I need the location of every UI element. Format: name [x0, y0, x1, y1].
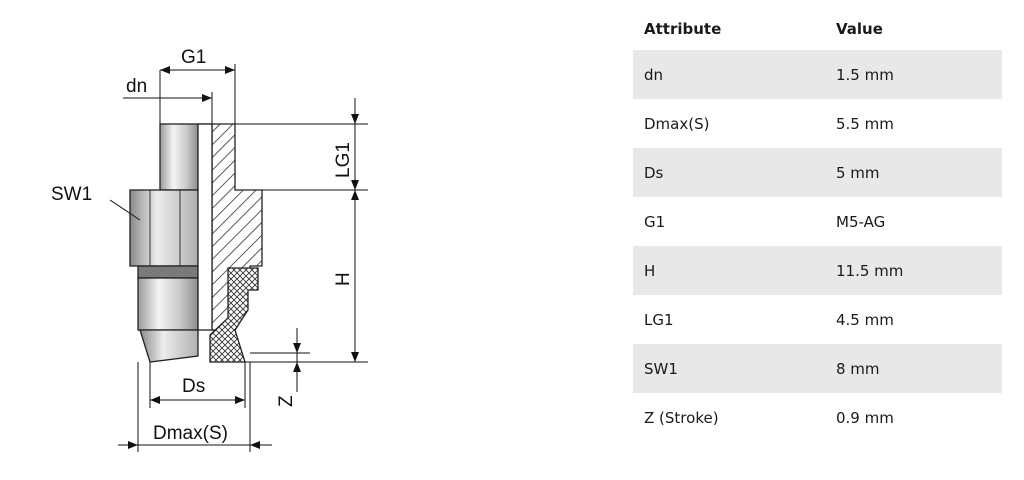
label-lg1: LG1: [333, 142, 354, 178]
cell-attribute: H: [644, 261, 656, 280]
spec-table: Attribute Value dn 1.5 mm Dmax(S) 5.5 mm…: [633, 8, 1002, 442]
table-header: Attribute Value: [633, 8, 1002, 50]
label-g1: G1: [181, 47, 206, 68]
cell-attribute: G1: [644, 212, 666, 231]
cell-value: 1.5 mm: [836, 65, 894, 84]
cell-attribute: Z (Stroke): [644, 408, 719, 427]
label-h: H: [333, 272, 354, 286]
cell-value: 0.9 mm: [836, 408, 894, 427]
cell-value: 8 mm: [836, 359, 880, 378]
label-z: Z: [276, 395, 297, 407]
cell-attribute: dn: [644, 65, 664, 84]
table-row: LG1 4.5 mm: [633, 295, 1002, 344]
table-row: Z (Stroke) 0.9 mm: [633, 393, 1002, 442]
cell-value: 11.5 mm: [836, 261, 904, 280]
label-ds: Ds: [182, 376, 205, 397]
dimension-lines: [109, 64, 368, 452]
table-row: dn 1.5 mm: [633, 50, 1002, 99]
label-dn: dn: [126, 76, 147, 97]
dimension-arrows: [128, 66, 359, 449]
table-row: H 11.5 mm: [633, 246, 1002, 295]
table-row: Ds 5 mm: [633, 148, 1002, 197]
cell-value: M5-AG: [836, 212, 886, 231]
cell-attribute: LG1: [644, 310, 674, 329]
fitting-body: [129, 123, 263, 363]
table-row: SW1 8 mm: [633, 344, 1002, 393]
cell-value: 5 mm: [836, 163, 880, 182]
header-attribute: Attribute: [644, 20, 722, 38]
cell-attribute: SW1: [644, 359, 678, 378]
table-row: Dmax(S) 5.5 mm: [633, 99, 1002, 148]
label-sw1: SW1: [51, 184, 92, 205]
cell-attribute: Dmax(S): [644, 114, 710, 133]
header-value: Value: [836, 20, 883, 38]
cell-value: 4.5 mm: [836, 310, 894, 329]
table-row: G1 M5-AG: [633, 197, 1002, 246]
cell-attribute: Ds: [644, 163, 664, 182]
cell-value: 5.5 mm: [836, 114, 894, 133]
suction-cup-drawing: G1 dn SW1 LG1 H Ds Z Dmax(S): [51, 47, 368, 452]
label-dmax: Dmax(S): [153, 423, 228, 444]
